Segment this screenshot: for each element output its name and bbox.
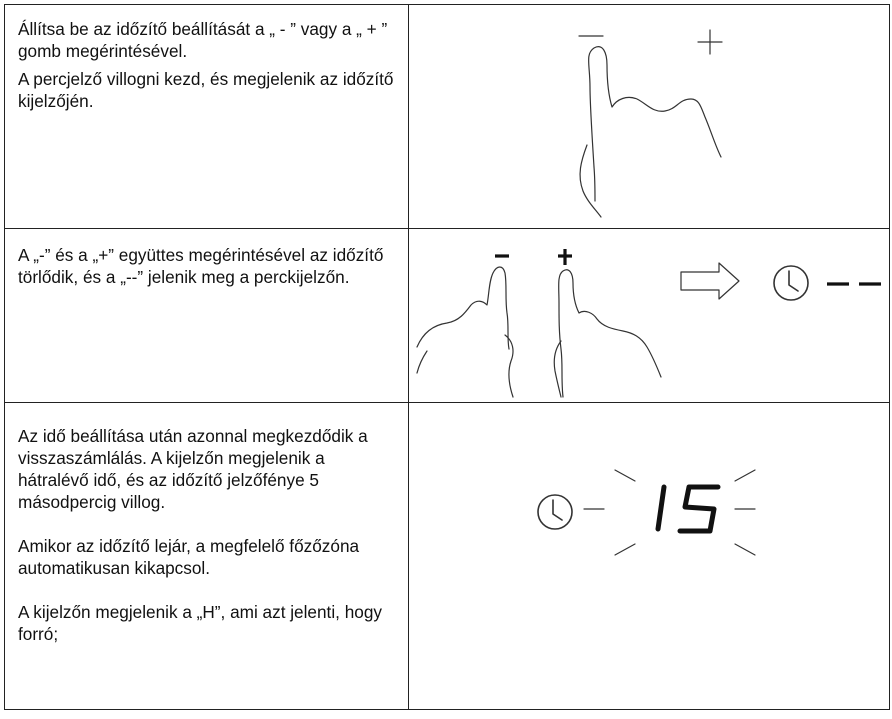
clock-icon [773,265,809,301]
figure-cell [408,402,890,710]
instruction-text-cell: Az idő beállítása után azonnal megkezdőd… [4,402,409,710]
instruction-paragraph: Az idő beállítása után azonnal megkezdőd… [18,426,368,512]
table-row: Az idő beállítása után azonnal megkezdőd… [4,402,890,710]
instruction-paragraph: A percjelző villogni kezd, és megjelenik… [18,69,394,111]
blink-rays-icon [583,469,756,556]
instruction-paragraph: A „-” és a „+” együttes megérintésével a… [18,245,384,287]
instruction-paragraph: A kijelzőn megjelenik a „H”, ami azt jel… [18,602,382,644]
table-row: A „-” és a „+” együttes megérintésével a… [4,228,890,403]
instruction-text-cell: A „-” és a „+” együttes megérintésével a… [4,228,409,403]
figure-cell [408,4,890,229]
clock-icon [537,494,573,530]
figure-cell [408,228,890,403]
finger-touch-minus-figure [578,29,723,218]
instruction-text-cell: Állítsa be az időzítő beállítását a „ - … [4,4,409,229]
arrow-right-icon [680,262,740,300]
instruction-table: Állítsa be az időzítő beállítását a „ - … [4,4,890,710]
instruction-paragraph: Állítsa be az időzítő beállítását a „ - … [18,19,388,61]
countdown-display-figure [537,469,756,556]
finger-touch-icon [558,269,662,398]
finger-touch-icon [588,46,722,168]
table-row: Állítsa be az időzítő beállítását a „ - … [4,4,890,229]
instruction-paragraph: Amikor az időzítő lejár, a megfelelő főz… [18,536,360,578]
cancel-timer-figure [416,249,881,398]
finger-touch-icon [416,266,510,350]
seven-segment-display [655,484,721,534]
